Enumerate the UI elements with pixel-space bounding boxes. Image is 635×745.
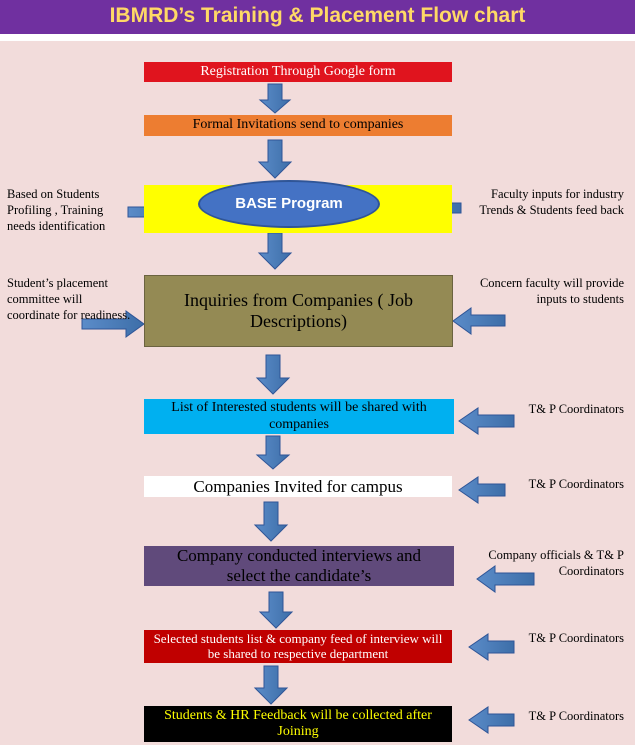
note-feedback-right: T& P Coordinators [528, 709, 624, 723]
step-companies-invited: Companies Invited for campus [144, 476, 452, 497]
step-invitations: Formal Invitations send to companies [144, 115, 452, 136]
note-selected-right: T& P Coordinators [528, 631, 624, 645]
note-inquiries-left: Student’s placement committee will coord… [7, 276, 131, 322]
step-feedback: Students & HR Feedback will be collected… [144, 706, 452, 742]
down-arrow-3 [257, 232, 293, 270]
down-arrow-6 [253, 501, 289, 542]
down-arrow-2 [257, 139, 293, 179]
step-feedback-label: Students & HR Feedback will be collected… [164, 707, 432, 739]
left-arrow-interviews [476, 565, 535, 593]
step-interviews-label: Company conducted interviews and select … [176, 546, 422, 585]
down-arrow-8 [253, 665, 289, 705]
step-invitations-label: Formal Invitations send to companies [192, 117, 404, 133]
left-arrow-inquiries-right [452, 307, 506, 335]
step-registration: Registration Through Google form [144, 62, 452, 82]
page-title: IBMRD’s Training & Placement Flow chart [0, 0, 635, 34]
left-arrow-interested [458, 407, 515, 435]
step-selected-list-label: Selected students list & company feed of… [153, 630, 443, 661]
step-inquiries-label: Inquiries from Companies ( Job Descripti… [184, 290, 413, 331]
left-arrow-selected [468, 633, 515, 661]
flowchart-canvas [0, 41, 635, 745]
step-interested-list: List of Interested students will be shar… [144, 399, 454, 434]
note-interested-right: T& P Coordinators [528, 402, 624, 416]
right-arrow-inquiries-left [81, 310, 145, 338]
left-arrow-feedback [468, 706, 515, 734]
note-base-left: Based on Students Profiling , Training n… [7, 187, 106, 233]
note-invited-right: T& P Coordinators [528, 477, 624, 491]
down-arrow-4 [255, 354, 291, 395]
down-arrow-5 [255, 435, 291, 470]
left-arrow-invited [458, 476, 506, 504]
step-inquiries: Inquiries from Companies ( Job Descripti… [144, 275, 453, 347]
step-interviews: Company conducted interviews and select … [144, 546, 454, 586]
step-selected-list: Selected students list & company feed of… [144, 630, 452, 663]
base-program-label: BASE Program [235, 195, 343, 213]
down-arrow-7 [258, 591, 294, 629]
down-arrow-1 [258, 83, 292, 114]
step-registration-label: Registration Through Google form [200, 63, 396, 79]
step-interested-list-label: List of Interested students will be shar… [171, 400, 427, 432]
note-inquiries-right: Concern faculty will provide inputs to s… [479, 276, 624, 306]
base-program-ellipse: BASE Program [198, 180, 380, 228]
note-interviews-right: Company officials & T& P Coordinators [488, 548, 624, 578]
step-companies-invited-label: Companies Invited for campus [193, 476, 403, 496]
note-base-right: Faculty inputs for industry Trends & Stu… [479, 187, 624, 217]
